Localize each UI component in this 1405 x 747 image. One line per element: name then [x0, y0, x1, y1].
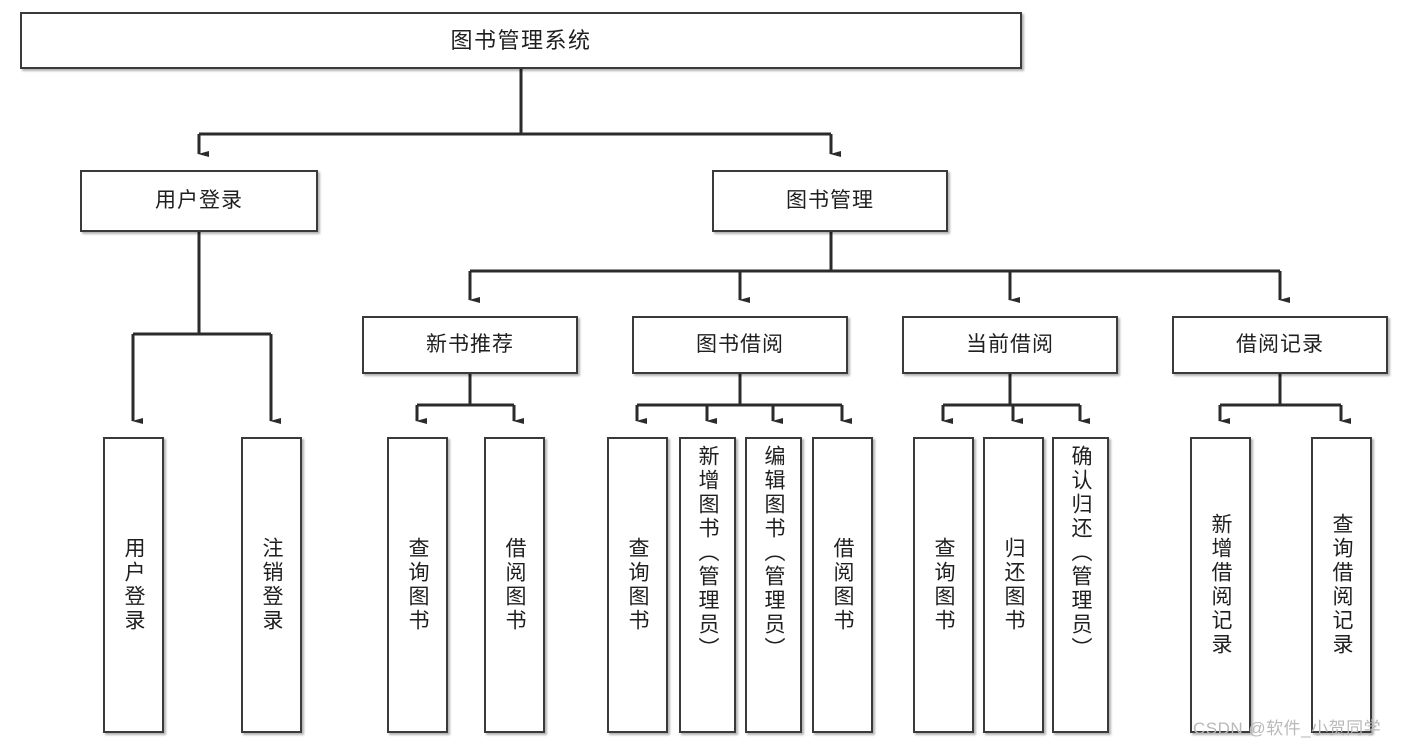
leaf-add-book[interactable]: 新增图书（管理员）: [679, 437, 736, 733]
node-root-label: 图书管理系统: [450, 27, 592, 53]
leaf-logout[interactable]: 注销登录: [241, 437, 302, 733]
leaf-edit-book[interactable]: 编辑图书（管理员）: [745, 437, 802, 733]
leaf-borrow-book-2-label: 借阅图书: [831, 537, 855, 633]
leaf-query-book-1-label: 查询图书: [406, 537, 430, 633]
leaf-return-book[interactable]: 归还图书: [983, 437, 1044, 733]
leaf-query-book-3[interactable]: 查询图书: [913, 437, 974, 733]
leaf-query-book-1[interactable]: 查询图书: [387, 437, 448, 733]
node-user-login[interactable]: 用户登录: [80, 170, 318, 232]
leaf-confirm-return-label: 确认归还（管理员）: [1069, 445, 1093, 661]
leaf-add-record-label: 新增借阅记录: [1209, 513, 1233, 657]
leaf-edit-book-label: 编辑图书（管理员）: [762, 445, 786, 661]
node-current-borrow[interactable]: 当前借阅: [902, 316, 1118, 374]
node-book-borrow-label: 图书借阅: [696, 332, 784, 356]
node-new-book-recommend[interactable]: 新书推荐: [362, 316, 578, 374]
leaf-confirm-return[interactable]: 确认归还（管理员）: [1052, 437, 1109, 733]
leaf-borrow-book-1[interactable]: 借阅图书: [484, 437, 545, 733]
leaf-add-record[interactable]: 新增借阅记录: [1190, 437, 1251, 733]
node-borrow-record[interactable]: 借阅记录: [1172, 316, 1388, 374]
node-root[interactable]: 图书管理系统: [20, 12, 1022, 69]
node-current-borrow-label: 当前借阅: [966, 332, 1054, 356]
node-borrow-record-label: 借阅记录: [1236, 332, 1324, 356]
leaf-logout-label: 注销登录: [260, 537, 284, 633]
leaf-borrow-book-1-label: 借阅图书: [503, 537, 527, 633]
leaf-query-book-2[interactable]: 查询图书: [607, 437, 668, 733]
node-book-management-label: 图书管理: [786, 188, 874, 212]
leaf-query-book-3-label: 查询图书: [932, 537, 956, 633]
node-book-management[interactable]: 图书管理: [712, 170, 948, 232]
leaf-add-book-label: 新增图书（管理员）: [696, 445, 720, 661]
leaf-borrow-book-2[interactable]: 借阅图书: [812, 437, 873, 733]
node-book-borrow[interactable]: 图书借阅: [632, 316, 848, 374]
node-new-book-recommend-label: 新书推荐: [426, 332, 514, 356]
csdn-watermark: CSDN @软件_小贺同学: [1193, 719, 1382, 738]
leaf-user-login[interactable]: 用户登录: [103, 437, 164, 733]
leaf-query-book-2-label: 查询图书: [626, 537, 650, 633]
leaf-query-record-label: 查询借阅记录: [1330, 513, 1354, 657]
leaf-user-login-label: 用户登录: [122, 537, 146, 633]
leaf-return-book-label: 归还图书: [1002, 537, 1026, 633]
leaf-query-record[interactable]: 查询借阅记录: [1311, 437, 1372, 733]
node-user-login-label: 用户登录: [155, 188, 243, 212]
